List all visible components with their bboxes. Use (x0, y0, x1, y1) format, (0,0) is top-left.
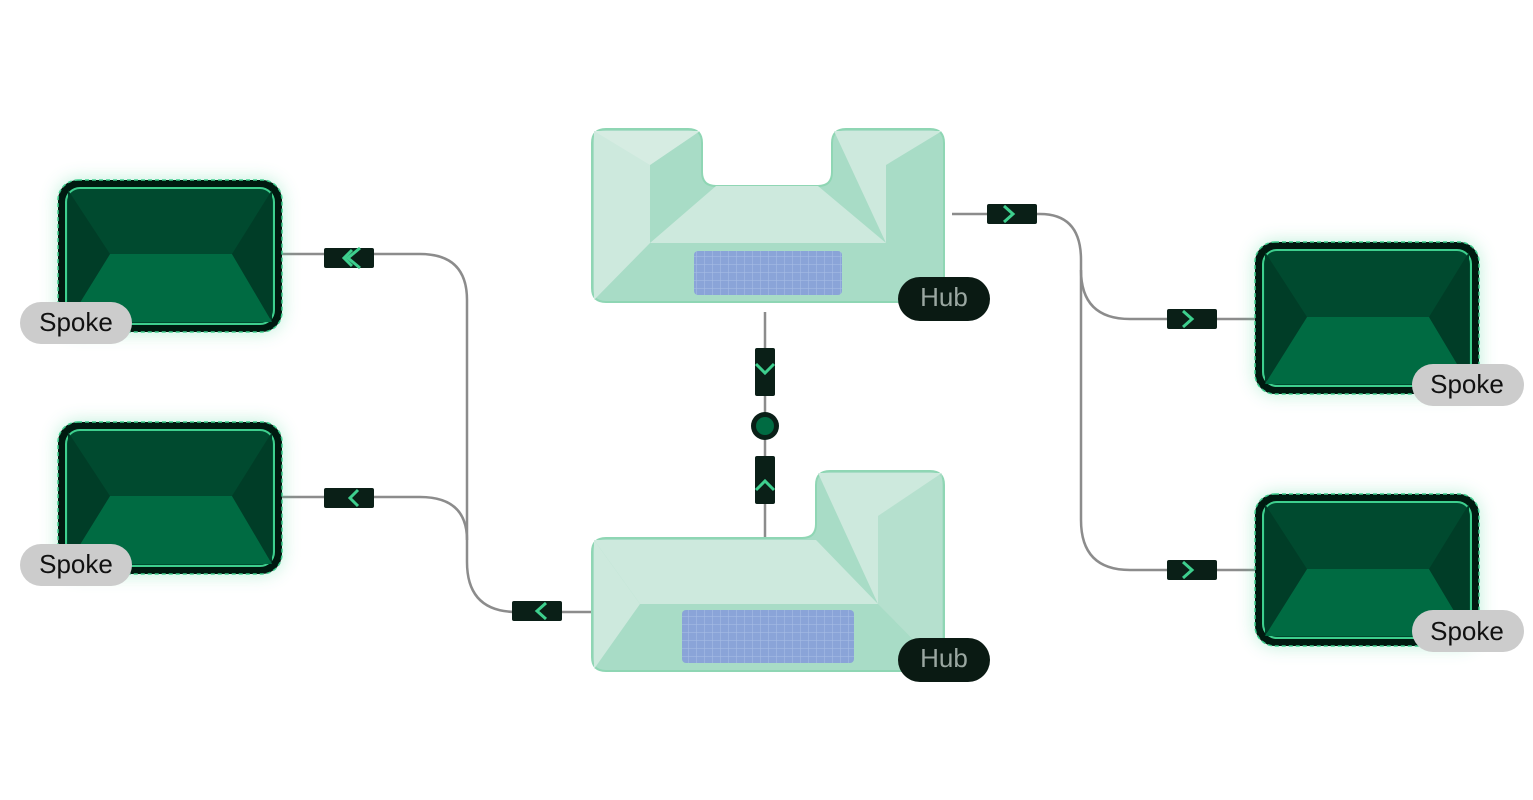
connector-spoke-top-right (1079, 269, 1255, 321)
marker-right-arrow (1167, 309, 1217, 329)
marker-up-arrow (754, 456, 776, 504)
chevron-left-icon (534, 601, 547, 621)
spoke-badge: Spoke (20, 302, 132, 344)
spoke-label: Spoke (1430, 616, 1504, 646)
chevron-left-icon (347, 488, 360, 508)
junction-node (751, 412, 779, 440)
spoke-label: Spoke (39, 549, 113, 579)
marker-left-arrow (324, 246, 374, 270)
spoke-bottom-right[interactable]: Spoke (1254, 493, 1524, 652)
hub-badge: Hub (898, 638, 990, 682)
hub-screen (694, 251, 842, 295)
connector-spoke-top-left (282, 252, 592, 614)
spoke-badge: Spoke (1412, 364, 1524, 406)
hub-badge: Hub (898, 277, 990, 321)
spoke-badge: Spoke (20, 544, 132, 586)
marker-right-arrow (1167, 560, 1217, 580)
spoke-badge: Spoke (1412, 610, 1524, 652)
chevron-up-icon (754, 478, 776, 492)
marker-left-arrow (512, 601, 562, 621)
chevron-right-icon (1182, 309, 1195, 329)
hub-top[interactable]: Hub (591, 128, 990, 321)
marker-down-arrow (754, 348, 776, 396)
spoke-label: Spoke (39, 307, 113, 337)
spoke-top-left[interactable]: Spoke (20, 179, 283, 344)
marker-left-arrow (324, 488, 374, 508)
hub-bottom[interactable]: Hub (591, 470, 990, 682)
connector-markers (324, 204, 1217, 621)
chevron-down-icon (754, 362, 776, 376)
spoke-label: Spoke (1430, 369, 1504, 399)
connector-spoke-bottom-left (282, 495, 469, 541)
spoke-bottom-left[interactable]: Spoke (20, 421, 283, 586)
marker-right-arrow (987, 204, 1037, 224)
hub-label: Hub (920, 643, 968, 673)
chevron-left-icon (341, 248, 354, 268)
chevron-right-icon (1182, 560, 1195, 580)
connector-hub-top-to-right (952, 212, 1255, 572)
chevron-right-icon (1003, 204, 1016, 224)
hub-screen (682, 610, 854, 663)
spoke-top-right[interactable]: Spoke (1254, 241, 1524, 406)
hub-label: Hub (920, 282, 968, 312)
